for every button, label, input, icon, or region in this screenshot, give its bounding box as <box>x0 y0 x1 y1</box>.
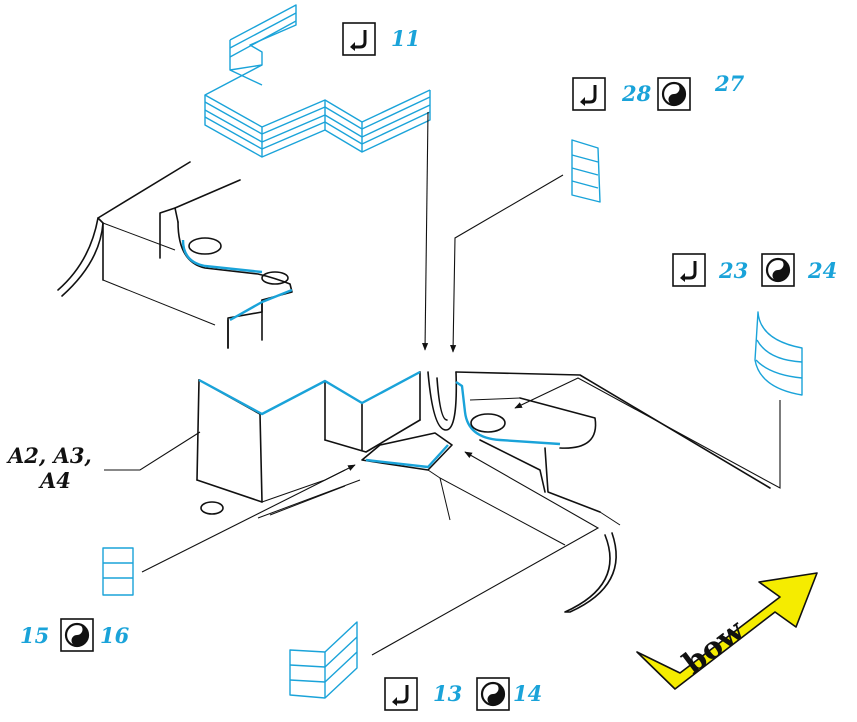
yin-yang-glue-icon <box>60 618 94 652</box>
fold-arrow-icon <box>384 677 418 711</box>
callout-28-27: 28 27 <box>572 71 745 111</box>
callout-11: 11 <box>342 22 420 56</box>
yin-yang-glue-icon <box>657 77 691 111</box>
part-23-24 <box>754 311 803 396</box>
part-13-14 <box>289 621 358 699</box>
fold-arrow-icon <box>342 22 376 56</box>
label-line: A2, A3, <box>6 443 92 468</box>
callout-number: 24 <box>807 258 837 283</box>
callout-number: 15 <box>20 623 49 648</box>
callout-number: 23 <box>718 258 748 283</box>
label-line: A4 <box>38 468 71 493</box>
callout-13-14: 13 14 <box>384 677 542 711</box>
callout-number: 16 <box>100 623 130 648</box>
callout-number: 11 <box>391 26 420 51</box>
part-11-strip <box>204 4 431 158</box>
part-15-16 <box>102 547 134 596</box>
label-a2-a3-a4: A2, A3, A4 <box>6 443 92 493</box>
leader-lines <box>104 111 781 656</box>
callout-number: 27 <box>714 71 745 96</box>
callout-number: 14 <box>513 681 542 706</box>
yin-yang-glue-icon <box>476 677 510 711</box>
callout-15-16: 15 16 <box>20 618 130 652</box>
yin-yang-glue-icon <box>761 253 795 287</box>
callout-number: 28 <box>621 81 652 106</box>
bow-direction-arrow: bow <box>636 572 818 690</box>
hull-assembly <box>57 161 771 613</box>
callout-23-24: 23 24 <box>672 253 837 287</box>
fold-arrow-icon <box>672 253 706 287</box>
part-28-27 <box>571 139 601 203</box>
fold-arrow-icon <box>572 77 606 111</box>
callout-number: 13 <box>433 681 462 706</box>
